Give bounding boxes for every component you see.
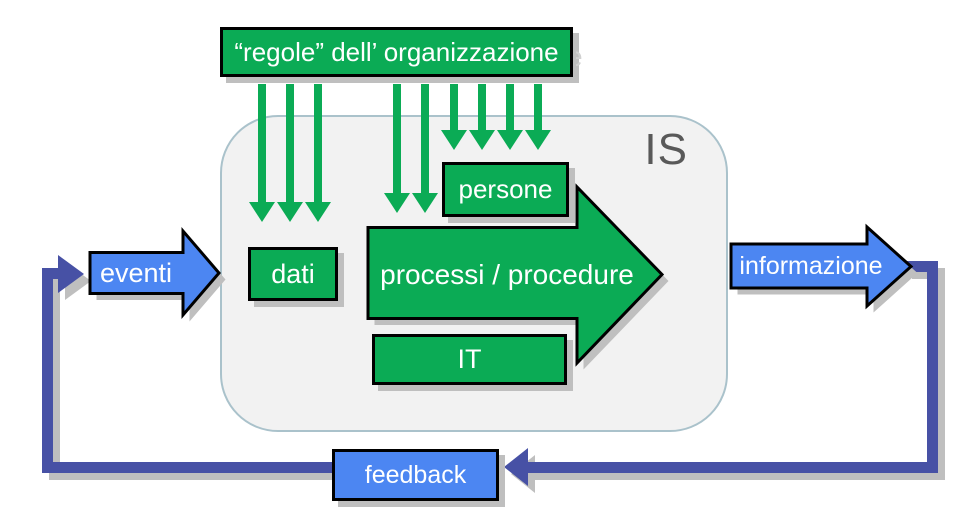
arrow-down-icon [412, 193, 438, 213]
arrow-down-icon [277, 202, 303, 222]
arrow-down-icon [384, 193, 410, 213]
is-system-title: IS [644, 125, 688, 174]
connector-segment [927, 261, 938, 473]
arrowhead-right-icon [58, 255, 84, 293]
rule-arrow-to-dati [249, 84, 275, 222]
processi-label: processi / procedure [380, 259, 634, 290]
persone-box: persone [442, 162, 569, 217]
rule-arrow-to-persone [441, 84, 467, 150]
informazione-label: informazione [739, 252, 883, 280]
arrow-down-icon [305, 202, 331, 222]
feedback-box: feedback [332, 449, 499, 501]
rule-arrow-to-processi [384, 84, 410, 213]
rule-arrow-to-dati [305, 84, 331, 222]
arrow-down-icon [249, 202, 275, 222]
arrow-down-icon [469, 130, 495, 150]
connector-segment [42, 268, 53, 473]
arrowhead-left-icon [504, 448, 528, 486]
rule-arrow-to-persone [525, 84, 551, 150]
connector-segment [528, 462, 938, 473]
rule-arrow-to-persone [497, 84, 523, 150]
rule-arrow-to-dati [277, 84, 303, 222]
arrow-down-icon [497, 130, 523, 150]
rules-box-overflow-letter: e [576, 41, 598, 77]
rule-arrow-to-persone [469, 84, 495, 150]
arrow-down-icon [525, 130, 551, 150]
connector-segment [905, 261, 938, 272]
connector-segment [42, 462, 332, 473]
rules-box: “regole” dell’ organizzazione [220, 27, 573, 77]
rule-arrow-to-processi [412, 84, 438, 213]
connector-segment [42, 268, 59, 279]
it-box: IT [372, 334, 567, 385]
dati-box: dati [248, 247, 338, 301]
arrow-down-icon [441, 130, 467, 150]
eventi-label: eventi [99, 258, 173, 288]
